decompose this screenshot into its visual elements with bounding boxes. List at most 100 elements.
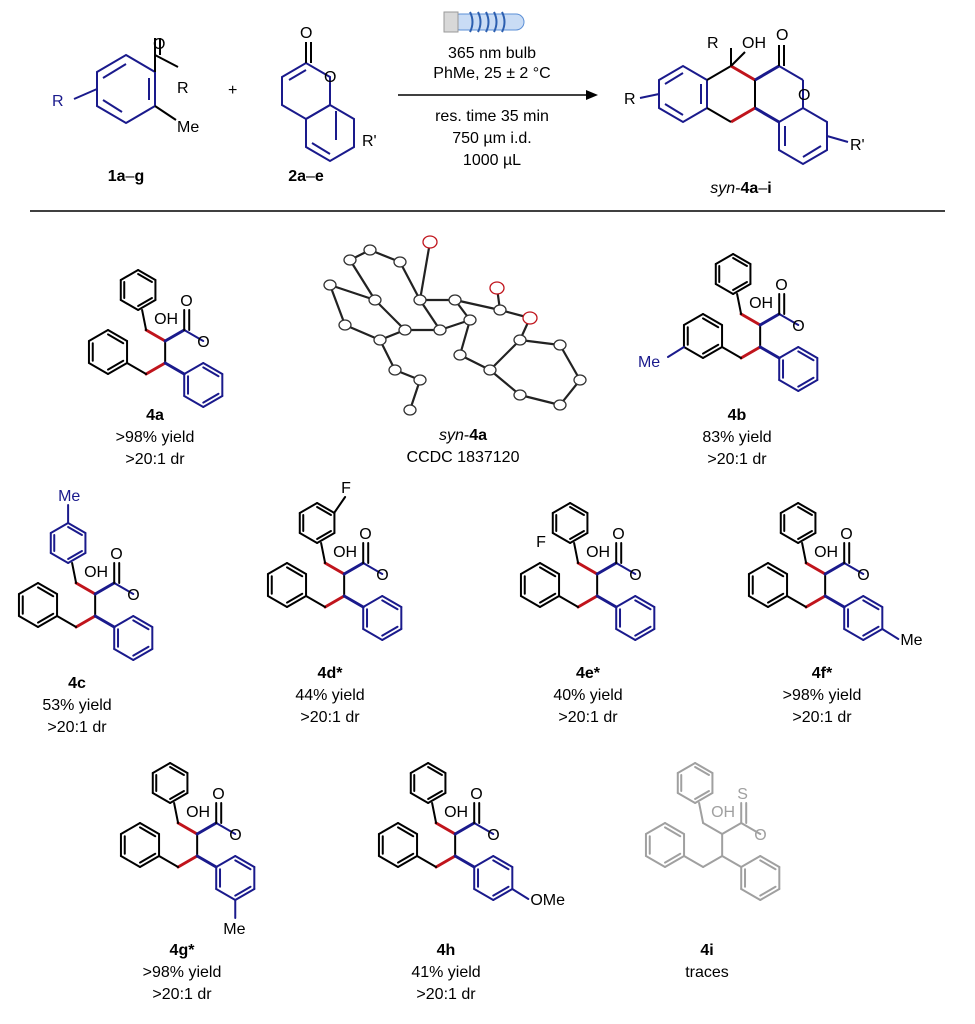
ring-oxygen-4b: O bbox=[792, 318, 804, 335]
product-r-prime: R' bbox=[850, 137, 865, 154]
uv-lamp-icon bbox=[443, 11, 525, 33]
carbonyl-atom-4i: S bbox=[737, 786, 748, 803]
condition-line-5: 1000 µL bbox=[463, 152, 521, 169]
crystal-atom bbox=[403, 404, 417, 416]
product-r-group: R bbox=[707, 35, 719, 52]
product-structure bbox=[639, 45, 849, 166]
crystal-atom bbox=[398, 324, 412, 336]
hydroxyl-4g: OH bbox=[186, 804, 210, 821]
ring-oxygen-4g: O bbox=[229, 827, 241, 844]
compound-label-4a: 4a bbox=[146, 407, 164, 424]
condition-line-4: 750 µm i.d. bbox=[452, 130, 531, 147]
compound-label-4g: 4g* bbox=[170, 942, 196, 959]
aryl-substituent-4c: Me bbox=[58, 488, 80, 505]
crystal-atom bbox=[368, 294, 382, 306]
compound-yield-4c: 53% yield bbox=[42, 697, 111, 714]
crystal-atom bbox=[553, 399, 567, 411]
compound-yield-4f: >98% yield bbox=[783, 687, 862, 704]
condition-line-2: PhMe, 25 ± 2 °C bbox=[433, 65, 550, 82]
carbonyl-atom-4c: O bbox=[110, 546, 122, 563]
carbonyl-atom-4g: O bbox=[212, 786, 224, 803]
compound-dr-4b: >20:1 dr bbox=[707, 451, 767, 468]
crystal-atom bbox=[513, 389, 527, 401]
crystal-atom bbox=[393, 256, 407, 268]
compound-yield-4b: 83% yield bbox=[702, 429, 771, 446]
ring-oxygen-4c: O bbox=[127, 587, 139, 604]
carbonyl-atom-4f: O bbox=[840, 526, 852, 543]
reaction-arrowhead bbox=[586, 90, 598, 100]
reactant-2-carbonyl-oxygen: O bbox=[300, 25, 312, 42]
product-hydroxyl: OH bbox=[742, 35, 766, 52]
crystal-ccdc: CCDC 1837120 bbox=[407, 449, 520, 466]
carbonyl-atom-4h: O bbox=[470, 786, 482, 803]
product-carbonyl-oxygen: O bbox=[776, 27, 788, 44]
crystal-label: syn-4a bbox=[439, 427, 487, 444]
condition-line-3: res. time 35 min bbox=[435, 108, 549, 125]
hydroxyl-4h: OH bbox=[444, 804, 468, 821]
reactant-1-label: 1a–g bbox=[108, 168, 144, 185]
compound-label-4i: 4i bbox=[700, 942, 713, 959]
compound-label-4f: 4f* bbox=[812, 665, 833, 682]
ring-oxygen-4f: O bbox=[857, 567, 869, 584]
reactant-1-methyl: Me bbox=[177, 119, 199, 136]
compound-label-4e: 4e* bbox=[576, 665, 601, 682]
condition-line-1: 365 nm bulb bbox=[448, 45, 536, 62]
core-substituent-4b: Me bbox=[638, 354, 660, 371]
carbonyl-atom-4d: O bbox=[359, 526, 371, 543]
crystal-atom bbox=[573, 374, 587, 386]
crystal-atom bbox=[413, 374, 427, 386]
compound-yield-4h: 41% yield bbox=[411, 964, 480, 981]
compound-label-4c: 4c bbox=[68, 675, 86, 692]
crystal-structure-image bbox=[323, 235, 587, 416]
carbonyl-atom-4e: O bbox=[612, 526, 624, 543]
compound-dr-4f: >20:1 dr bbox=[792, 709, 852, 726]
crystal-atom bbox=[413, 294, 427, 306]
compound-dr-4c: >20:1 dr bbox=[47, 719, 107, 736]
hydroxyl-4e: OH bbox=[586, 544, 610, 561]
core-substituent-4f: Me bbox=[900, 632, 922, 649]
reactant-2-r-prime: R' bbox=[362, 133, 377, 150]
plus-sign: + bbox=[228, 82, 237, 99]
compound-yield-4d: 44% yield bbox=[295, 687, 364, 704]
product-ring-oxygen: O bbox=[798, 87, 810, 104]
crystal-atom bbox=[489, 281, 505, 295]
compound-yield-4a: >98% yield bbox=[116, 429, 195, 446]
carbonyl-atom-4a: O bbox=[180, 293, 192, 310]
product-label: syn-4a–i bbox=[710, 180, 771, 197]
hydroxyl-4c: OH bbox=[84, 564, 108, 581]
ring-oxygen-4h: O bbox=[487, 827, 499, 844]
crystal-atom bbox=[363, 244, 377, 256]
reactant-1-structure bbox=[73, 38, 179, 125]
crystal-atom bbox=[483, 364, 497, 376]
ring-oxygen-4d: O bbox=[376, 567, 388, 584]
crystal-atom bbox=[323, 279, 337, 291]
core-substituent-4g: Me bbox=[223, 921, 245, 938]
aryl-substituent-4e: F bbox=[536, 534, 546, 551]
crystal-atom bbox=[448, 294, 462, 306]
hydroxyl-4f: OH bbox=[814, 544, 838, 561]
aryl-substituent-4d: F bbox=[341, 480, 351, 497]
compound-yield-4g: >98% yield bbox=[143, 964, 222, 981]
crystal-atom bbox=[343, 254, 357, 266]
crystal-atom bbox=[338, 319, 352, 331]
compound-dr-4g: >20:1 dr bbox=[152, 986, 212, 1003]
compound-label-4d: 4d* bbox=[318, 665, 344, 682]
reactant-2-structure bbox=[281, 42, 355, 163]
compound-dr-4e: >20:1 dr bbox=[558, 709, 618, 726]
crystal-atom bbox=[553, 339, 567, 351]
reactant-1-oxygen: O bbox=[153, 36, 165, 53]
crystal-atom bbox=[422, 235, 438, 249]
crystal-atom bbox=[513, 334, 527, 346]
compound-label-4h: 4h bbox=[437, 942, 456, 959]
ring-oxygen-4a: O bbox=[197, 334, 209, 351]
reactant-2-label: 2a–e bbox=[288, 168, 324, 185]
